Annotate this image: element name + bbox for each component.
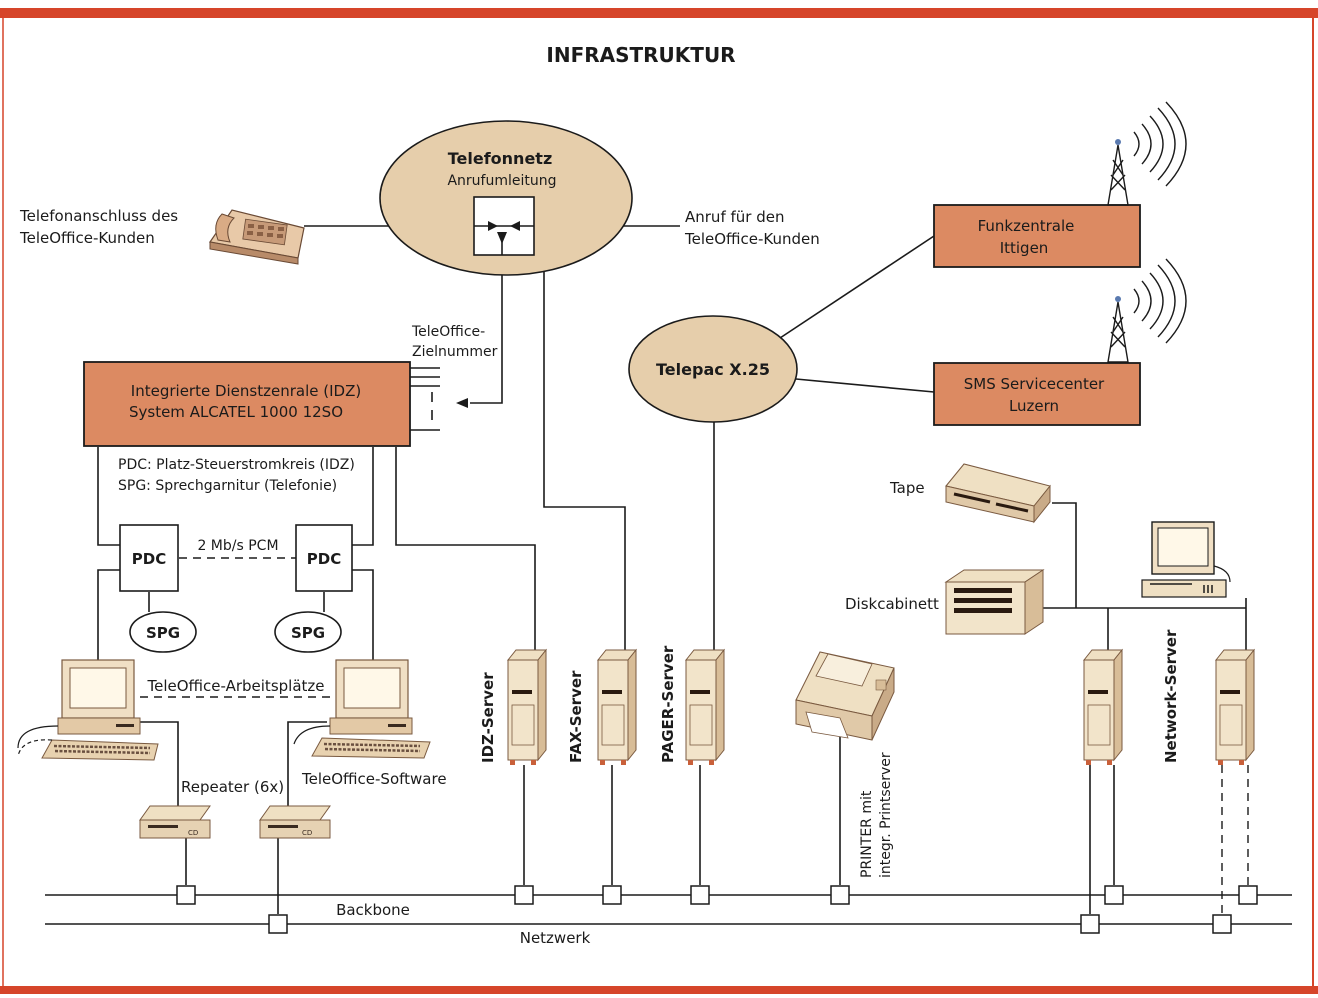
diskcabinett-label: Diskcabinett <box>845 595 939 613</box>
server-label-network: Network-Server <box>1162 629 1180 763</box>
tape-icon <box>945 463 1051 524</box>
idz-label-2: System ALCATEL 1000 12SO <box>129 403 343 421</box>
idz-box <box>83 361 411 447</box>
arbeitsplaetze-label: TeleOffice-Arbeitsplätze <box>146 677 324 695</box>
server-tower-network-icon <box>1214 648 1256 765</box>
software-label: TeleOffice-Software <box>301 770 447 788</box>
repeater-label: Repeater (6x) <box>181 778 284 796</box>
connection-lines <box>45 225 1292 925</box>
repeater-left-icon: CD <box>139 805 211 839</box>
server-label-fax: FAX-Server <box>567 670 585 763</box>
server-tower-pager-icon <box>684 648 726 765</box>
telephone-icon <box>208 209 305 265</box>
telepac-ellipse <box>628 315 798 423</box>
antenna-sms-icon <box>1107 258 1187 363</box>
anrufumleitung-label: Anrufumleitung <box>447 173 556 189</box>
repeater-right-icon: CD <box>259 805 331 839</box>
printer-label-1: PRINTER mit <box>859 790 875 878</box>
dashed-lines <box>140 557 1249 914</box>
tape-label: Tape <box>889 479 925 497</box>
printer-icon <box>795 651 895 741</box>
workstation-right-icon <box>293 659 431 759</box>
admin-pc-icon <box>1141 521 1231 598</box>
spg-left-ellipse <box>129 611 197 653</box>
backbone-label: Backbone <box>336 901 410 919</box>
server-label-pager: PAGER-Server <box>659 645 677 763</box>
diskcabinett-icon <box>944 569 1045 635</box>
spg-right-ellipse <box>274 611 342 653</box>
funkzentrale-label-2: Ittigen <box>1000 239 1049 257</box>
server-label-idz: IDZ-Server <box>479 672 497 763</box>
pdc-left-box <box>119 524 179 592</box>
diagram-title: INFRASTRUKTUR <box>546 43 735 67</box>
repeater-right-cd: CD <box>302 829 312 837</box>
repeater-left-cd: CD <box>188 829 198 837</box>
anruf-label-2: TeleOffice-Kunden <box>684 230 820 248</box>
network-nodes <box>176 885 1258 934</box>
sms-label-1: SMS Servicecenter <box>964 375 1105 393</box>
printer-label-2: integr. Printserver <box>878 752 894 878</box>
zielnummer-label-2: Zielnummer <box>412 344 498 360</box>
telefonanschluss-label-2: TeleOffice-Kunden <box>19 229 155 247</box>
idz-label-1: Integrierte Dienstzenrale (IDZ) <box>131 382 361 400</box>
legend-spg: SPG: Sprechgarnitur (Telefonie) <box>118 478 337 494</box>
top-border <box>0 8 1318 18</box>
switch-arrows <box>474 221 534 255</box>
legend-pdc: PDC: Platz-Steuerstromkreis (IDZ) <box>118 457 355 473</box>
pdc-left-label: PDC <box>132 550 166 568</box>
netzwerk-label: Netzwerk <box>520 929 591 947</box>
server-tower-fax-icon <box>596 648 638 765</box>
idz-ports <box>410 367 468 431</box>
workstation-left-icon <box>17 659 159 761</box>
pdc-right-box <box>295 524 353 592</box>
funkzentrale-box <box>933 204 1141 268</box>
sms-label-2: Luzern <box>1009 397 1059 415</box>
telefonnetz-label: Telefonnetz <box>448 149 553 168</box>
pcm-label: 2 Mb/s PCM <box>197 538 278 554</box>
sms-box <box>933 362 1141 426</box>
zielnummer-label-1: TeleOffice- <box>411 324 485 340</box>
server-tower-backup-icon <box>1082 648 1124 765</box>
pdc-right-label: PDC <box>307 550 341 568</box>
anruf-label-1: Anruf für den <box>685 208 784 226</box>
telefonanschluss-label-1: Telefonanschluss des <box>19 207 178 225</box>
telepac-label: Telepac X.25 <box>656 360 770 379</box>
antenna-funk-icon <box>1107 101 1187 206</box>
spg-right-label: SPG <box>291 624 325 642</box>
bottom-border <box>0 986 1318 994</box>
spg-left-label: SPG <box>146 624 180 642</box>
funkzentrale-label-1: Funkzentrale <box>978 217 1075 235</box>
server-tower-idz-icon <box>506 648 548 765</box>
